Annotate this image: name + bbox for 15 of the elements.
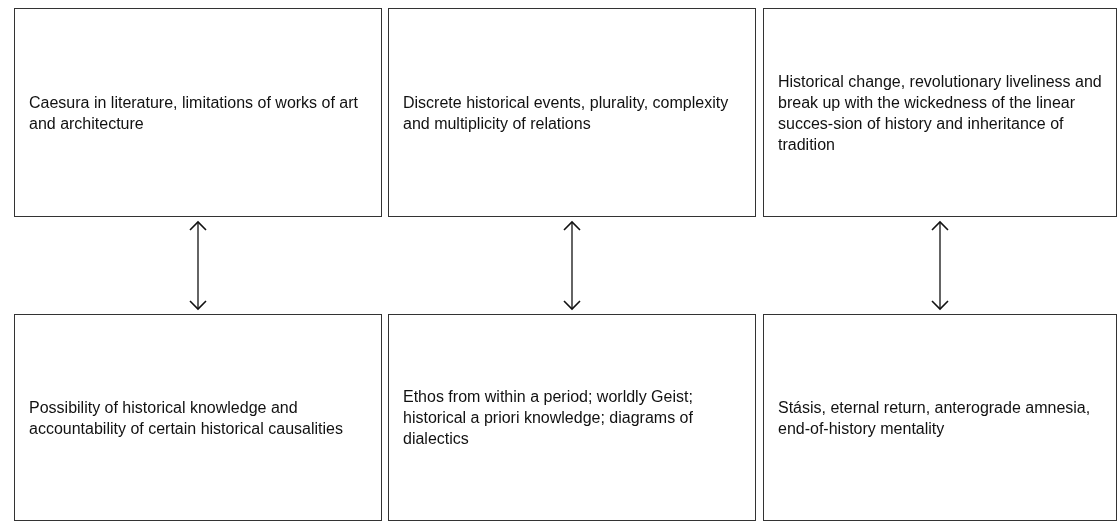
- box-text: Possibility of historical knowledge and accountability of certain historical causalities: [29, 397, 344, 439]
- text-box: [388, 314, 756, 521]
- double-arrow: [931, 221, 949, 310]
- double-arrow: [563, 221, 581, 310]
- text-box: [388, 8, 756, 217]
- box-text: Caesura in literature, limitations of works of art and architecture: [29, 92, 359, 134]
- box-text: Ethos from within a period; worldly Geist; historical a priori knowledge; diagrams of dialectics: [403, 387, 694, 449]
- text-box: [14, 314, 382, 521]
- double-arrow: [189, 221, 207, 310]
- box-text: Discrete historical events, plurality, complexity and multiplicity of relations: [403, 92, 730, 134]
- text-box: [14, 8, 382, 217]
- box-text: Stásis, eternal return, anterograde amnesia, end-of-history mentality: [778, 397, 1092, 439]
- text-box: [763, 8, 1117, 217]
- text-box: [763, 314, 1117, 521]
- box-text: Historical change, revolutionary liveliness and break up with the wickedness of the linear succes-sion of history and inheritance of tradition: [778, 71, 1103, 155]
